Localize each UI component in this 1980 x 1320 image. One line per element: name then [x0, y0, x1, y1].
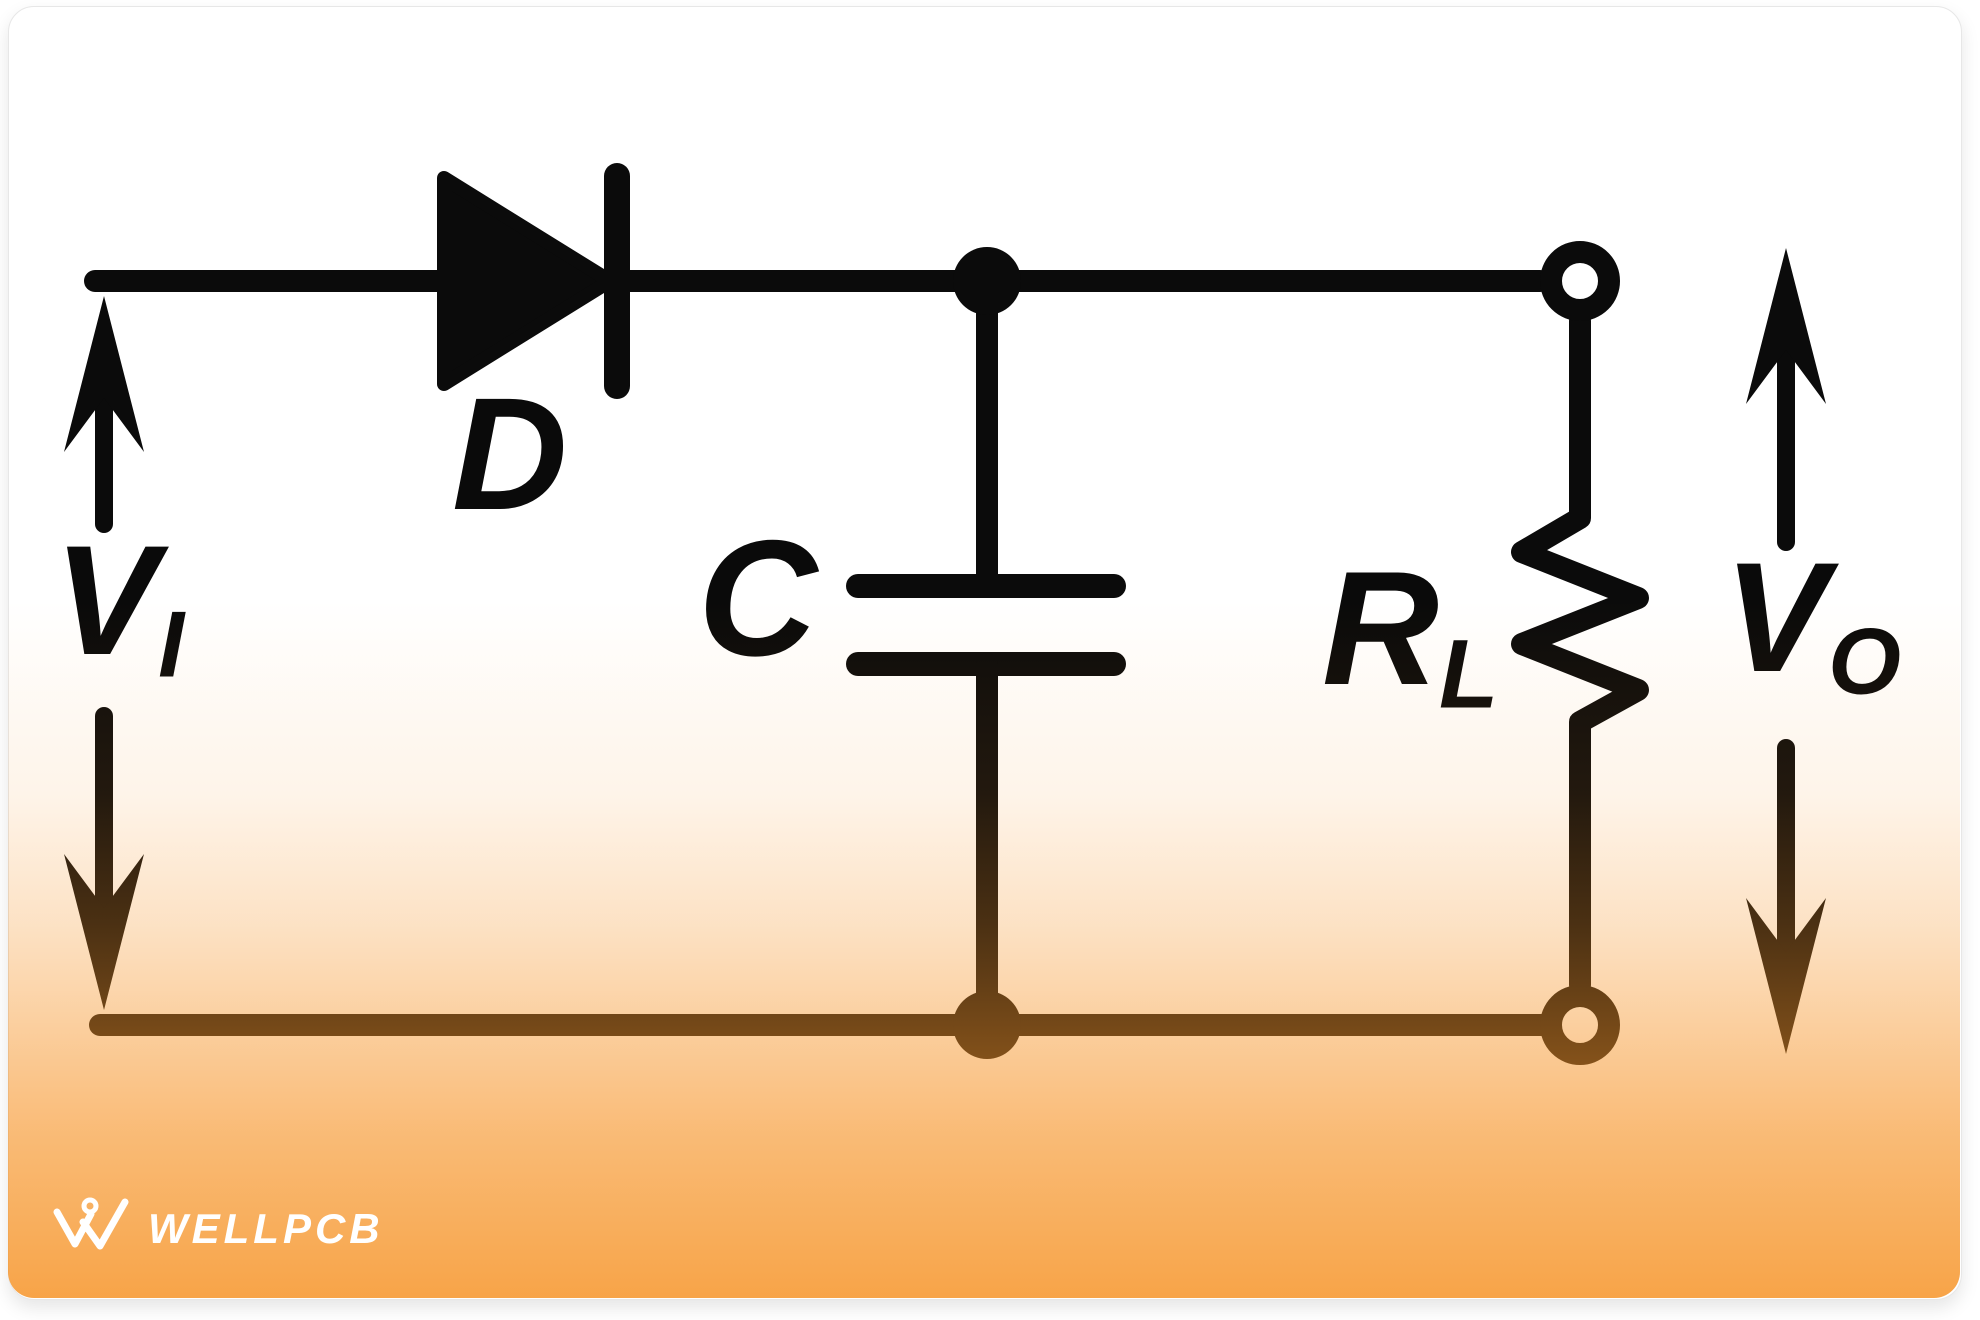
capacitor-label: C [698, 506, 818, 690]
input-voltage-label: VI [54, 523, 184, 691]
junction-dot-top [953, 247, 1021, 315]
output-voltage-label: VO [1724, 540, 1901, 708]
diode-triangle-icon [437, 171, 617, 391]
output-voltage-subscript: O [1828, 608, 1901, 714]
load-resistor-subscript: L [1439, 619, 1499, 729]
junction-dot-bottom [953, 991, 1021, 1059]
output-terminal-bottom [1540, 985, 1620, 1065]
resistor-zigzag-icon [1511, 310, 1649, 996]
load-resistor-letter: R [1322, 538, 1439, 719]
wellpcb-logo-icon [53, 1197, 129, 1250]
output-terminal-top [1540, 241, 1620, 321]
diode-label: D [452, 364, 568, 543]
wellpcb-logo-text: WELLPCB [148, 1205, 384, 1252]
input-voltage-subscript: I [158, 591, 185, 697]
input-voltage-letter: V [54, 514, 159, 688]
output-voltage-letter: V [1724, 531, 1829, 705]
load-resistor-label: RL [1322, 548, 1498, 723]
wellpcb-logo: WELLPCB [52, 1196, 384, 1252]
